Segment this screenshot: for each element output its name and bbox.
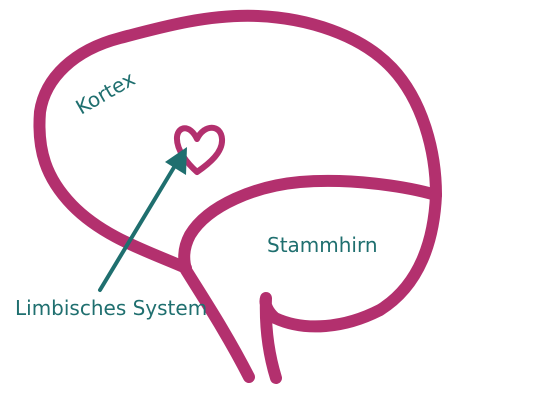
- brainstem-label: Stammhirn: [267, 233, 378, 257]
- brainstem-outline: [259, 189, 442, 384]
- heart-icon: [173, 124, 225, 175]
- limbic-arrow-line: [98, 162, 178, 292]
- cortex-outline: [33, 9, 442, 274]
- limbic-arrow-head: [165, 147, 187, 175]
- brainstem-top-outline: [178, 174, 442, 383]
- cortex-label: Kortex: [72, 66, 140, 119]
- limbic-system-label: Limbisches System: [15, 296, 207, 320]
